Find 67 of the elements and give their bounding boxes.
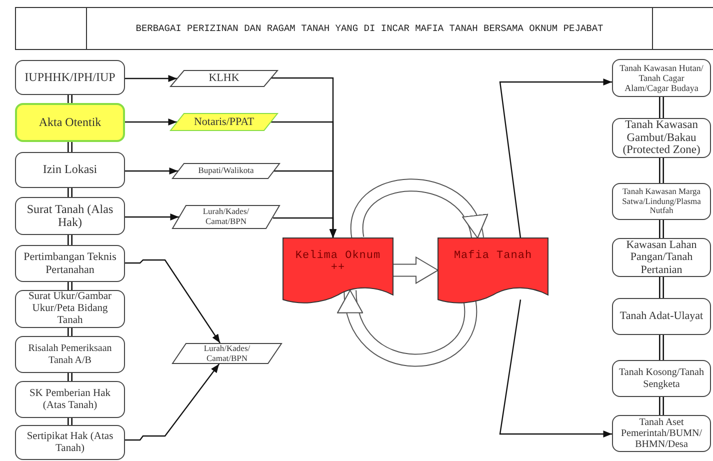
- double-line: [659, 397, 664, 415]
- box-label: Tanah Kosong/Tanah Sengketa: [618, 367, 705, 390]
- box-label: Izin Lokasi: [42, 163, 98, 177]
- process-box: [612, 415, 711, 452]
- process-box: [15, 60, 125, 95]
- block-arrow: [340, 289, 477, 367]
- arrow: [273, 217, 336, 238]
- box-label: Tanah Aset Pemerintah/BUMN/ BHMN/Desa: [620, 416, 704, 450]
- arrow: [125, 75, 177, 82]
- process-box: [15, 245, 125, 282]
- box-label: SK Pemberian Hak (Atas Tanah): [28, 388, 112, 412]
- parallelogram: [172, 205, 280, 229]
- process-box: [15, 425, 125, 460]
- parallelogram: [172, 163, 280, 179]
- arrow: [125, 364, 220, 441]
- parallelogram: [170, 70, 278, 87]
- box-label: Kawasan Lahan Pangan/Tanah Pertanian: [625, 239, 698, 276]
- block-arrow: [350, 178, 485, 240]
- process-box: [15, 336, 125, 373]
- process-box: [612, 360, 711, 397]
- box-label: Notaris/PPAT: [194, 116, 254, 128]
- process-box: [15, 381, 125, 418]
- process-box: [612, 59, 711, 97]
- process-box: [15, 290, 125, 328]
- double-line: [659, 97, 664, 118]
- double-line: [659, 158, 664, 183]
- arrow: [499, 300, 612, 438]
- highlighted-box: [15, 103, 125, 142]
- box-label: Lurah/Kades/ Camat/BPN: [202, 207, 250, 227]
- block-arrow: [392, 256, 439, 284]
- arrow: [125, 259, 221, 344]
- arrow: [125, 118, 177, 126]
- double-line: [659, 277, 664, 298]
- box-label: Surat Tanah (Alas Hak): [26, 202, 114, 230]
- arrow: [125, 168, 178, 174]
- box-label: Lurah/Kades/ Camat/BPN: [202, 344, 252, 364]
- box-label: Risalah Pemeriksaan Tanah A/B: [27, 343, 113, 366]
- box-label: Tanah Kawasan Gambut/Bakau (Protected Zone): [622, 118, 702, 158]
- process-box: [15, 152, 125, 188]
- box-label: Bupati/Walikota: [198, 166, 254, 176]
- box-label: Sertipikat Hak (Atas Tanah): [26, 430, 114, 454]
- process-box: [612, 298, 711, 335]
- process-box: [612, 238, 711, 277]
- document-shape: [438, 238, 548, 305]
- double-line: [68, 142, 72, 152]
- box-label: Tanah Kawasan Marga Satwa/Lindung/Plasma Nutfah: [621, 187, 702, 216]
- arrow: [125, 214, 179, 220]
- document-shape: [283, 238, 393, 305]
- box-label: Tanah Kawasan Hutan/ Tanah Cagar Alam/Cagar Budaya: [618, 62, 704, 94]
- box-label: KLHK: [208, 72, 240, 85]
- process-box: [15, 197, 125, 235]
- double-line: [659, 335, 664, 360]
- double-line: [659, 220, 664, 238]
- arrow: [499, 78, 612, 238]
- process-box: [612, 118, 711, 158]
- process-box: [612, 183, 711, 220]
- shape-label: Mafia Tanah: [454, 250, 532, 262]
- box-label: Tanah Adat-Ulayat: [620, 310, 704, 323]
- box-label: Pertimbangan Teknis Pertanahan: [22, 251, 118, 276]
- box-label: Akta Otentik: [38, 116, 102, 130]
- box-label: Surat Ukur/Gambar Ukur/Peta Bidang Tanah: [27, 291, 113, 327]
- parallelogram: [170, 113, 278, 131]
- double-line: [68, 235, 72, 245]
- shape-label: Kelima Oknum ++: [294, 250, 382, 275]
- box-label: IUPHHK/IPH/IUP: [24, 70, 116, 84]
- title: BERBAGAI PERIZINAN DAN RAGAM TANAH YANG DI INCAR MAFIA TANAH BERSAMA OKNUM PEJABAT: [136, 22, 604, 34]
- parallelogram: [172, 343, 282, 364]
